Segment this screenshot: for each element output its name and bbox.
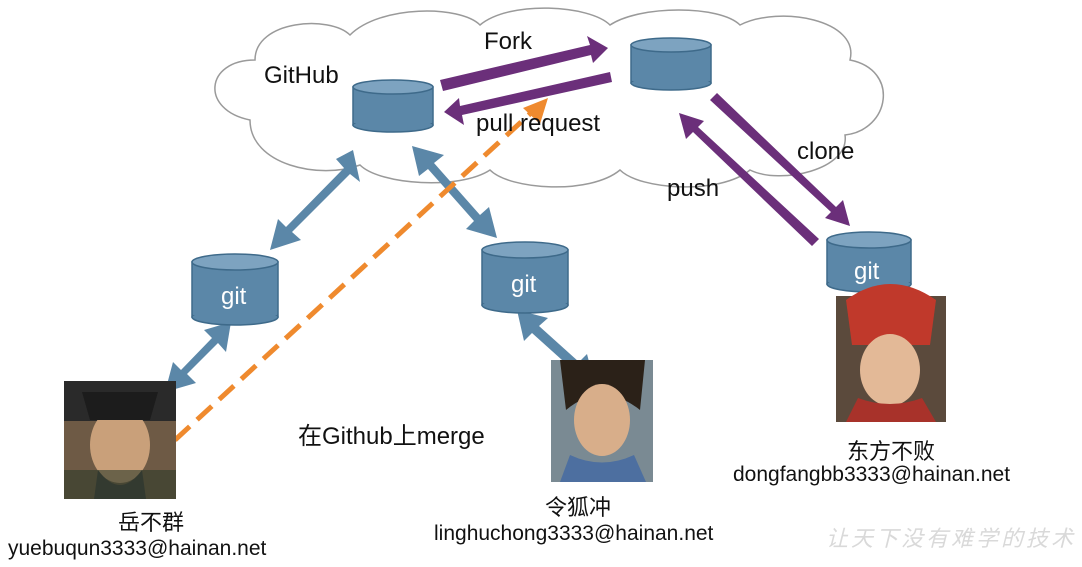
fork-arrow — [440, 36, 608, 91]
github-to-middle-git-arrow — [412, 146, 497, 238]
pull-request-label: pull request — [476, 110, 601, 137]
dongfangbubai-avatar — [836, 284, 946, 422]
linghuchong-avatar — [551, 360, 653, 482]
github-to-left-git-arrow — [270, 150, 360, 250]
middle-git-cylinder — [481, 241, 569, 314]
watermark: 让天下没有难学的技术 — [825, 527, 1076, 552]
left-git-cylinder — [191, 253, 279, 326]
pull-request-arrow — [444, 72, 612, 125]
github-repo-cylinder — [352, 79, 434, 133]
yuebuqun-name: 岳不群 — [118, 510, 185, 535]
linghuchong-name: 令狐冲 — [545, 495, 612, 520]
github-cloud-label: GitHub — [264, 62, 339, 89]
clone-label: clone — [797, 138, 855, 165]
right-git-cylinder — [826, 231, 912, 293]
dongfangbubai-name: 东方不败 — [847, 439, 936, 464]
fork-label: Fork — [484, 28, 532, 55]
dongfangbubai-email: dongfangbb3333@hainan.net — [733, 463, 1011, 486]
push-label: push — [667, 175, 720, 202]
right-git-label: git — [854, 258, 880, 285]
yuebuqun-email: yuebuqun3333@hainan.net — [8, 537, 267, 560]
github-cloud — [214, 7, 885, 188]
forked-repo-cylinder — [630, 37, 712, 91]
linghuchong-email: linghuchong3333@hainan.net — [434, 522, 714, 545]
merge-dashed-arrow — [173, 98, 548, 442]
left-git-to-person-arrow — [165, 322, 231, 392]
yuebuqun-avatar — [64, 381, 176, 499]
left-git-label: git — [221, 283, 247, 310]
clone-arrow — [710, 93, 850, 226]
push-arrow — [679, 113, 819, 246]
merge-note: 在Github上merge — [298, 423, 485, 450]
middle-git-label: git — [511, 271, 537, 298]
